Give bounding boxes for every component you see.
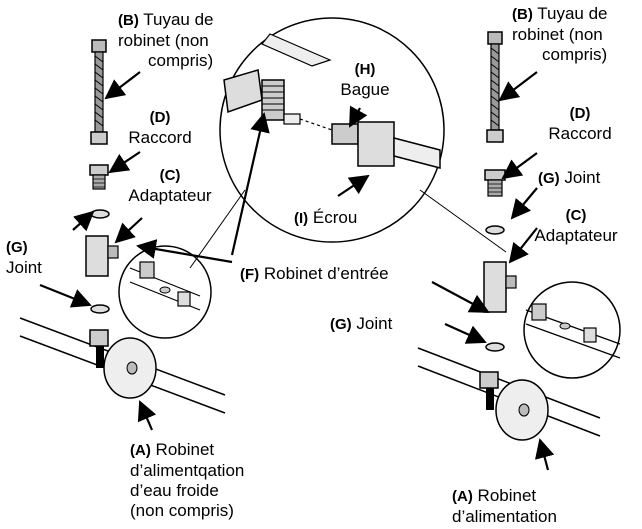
label-a-left-line2: d’alimentqation	[130, 461, 245, 480]
label-c-left-letter: (C)	[159, 167, 181, 184]
label-f: (F) Robinet d’entrée	[240, 264, 389, 285]
label-g-left-line1: Joint	[6, 258, 42, 277]
label-b-left-line1: Tuyau de	[138, 10, 214, 29]
label-c-right: (C) Adaptateur	[520, 206, 632, 246]
label-b-left-line2: robinet (non	[118, 31, 209, 50]
label-b-right-line1: Tuyau de	[532, 4, 608, 23]
label-a-left-line1: Robinet	[150, 440, 215, 459]
label-d-left-letter: (D)	[149, 109, 171, 126]
label-f-line1: Robinet d’entrée	[259, 264, 389, 283]
label-d-right: (D) Raccord	[540, 104, 620, 144]
label-c-left: (C) Adaptateur	[115, 166, 225, 206]
right-washer-top	[485, 225, 505, 235]
label-i: (I) Écrou	[294, 208, 357, 229]
label-b-left: (B) Tuyau de robinet (non compris)	[118, 10, 214, 71]
label-f-letter: (F)	[240, 266, 260, 283]
right-connector	[484, 169, 506, 197]
left-supply-pipe	[19, 317, 226, 414]
left-adapter	[85, 235, 119, 277]
right-washer-bottom	[485, 342, 505, 352]
left-detail-circle	[118, 245, 212, 339]
label-b-right: (B) Tuyau de robinet (non compris)	[512, 4, 608, 65]
label-g-right-mid-line1: Joint	[351, 314, 393, 333]
label-c-right-line1: Adaptateur	[534, 226, 618, 245]
right-connector-line	[419, 189, 507, 253]
left-connector	[89, 164, 109, 190]
label-b-right-line2: robinet (non	[512, 25, 603, 44]
label-g-right-top: (G) Joint	[538, 168, 600, 189]
left-supply-hose	[90, 39, 108, 145]
right-supply-pipe	[417, 347, 601, 441]
left-washer-top	[90, 209, 110, 219]
label-a-right-line1: Robinet	[472, 486, 537, 505]
label-g-left-letter: (G)	[6, 239, 28, 256]
label-a-left-letter: (A)	[130, 442, 151, 459]
label-d-left-line1: Raccord	[128, 128, 192, 147]
label-i-letter: (I)	[294, 210, 309, 227]
label-g-right-mid: (G) Joint	[330, 314, 392, 335]
label-c-right-letter: (C)	[565, 207, 587, 224]
label-d-right-letter: (D)	[569, 105, 591, 122]
right-supply-hose	[486, 31, 504, 143]
callout-arrows	[39, 71, 555, 471]
label-h-line1: Bague	[340, 80, 390, 99]
label-g-left: (G) Joint	[6, 238, 42, 278]
label-b-left-line3: compris)	[148, 51, 214, 70]
label-g-right-mid-letter: (G)	[330, 316, 352, 333]
label-a-right-letter: (A)	[452, 488, 473, 505]
label-g-right-top-letter: (G)	[538, 170, 560, 187]
center-detail-circle	[219, 17, 445, 243]
left-washer-bottom	[90, 304, 110, 314]
label-d-left: (D) Raccord	[120, 108, 200, 148]
label-a-left-line3: d’eau froide	[130, 481, 219, 500]
label-b-left-letter: (B)	[118, 12, 139, 29]
label-d-right-line1: Raccord	[548, 124, 612, 143]
label-a-right-line2: d’alimentation	[452, 507, 557, 526]
left-connector-line	[189, 189, 246, 269]
right-adapter	[483, 261, 517, 313]
label-b-right-letter: (B)	[512, 6, 533, 23]
label-b-right-line3: compris)	[542, 45, 608, 64]
label-g-right-top-line1: Joint	[559, 168, 601, 187]
label-a-left-line4: (non compris)	[130, 501, 234, 520]
label-h: (H) Bague	[328, 60, 402, 100]
label-a-right: (A) Robinet d’alimentation	[452, 486, 557, 527]
label-c-left-line1: Adaptateur	[128, 186, 212, 205]
label-i-line1: Écrou	[308, 208, 358, 227]
label-a-left: (A) Robinet d’alimentqation d’eau froide…	[130, 440, 244, 521]
right-detail-circle	[523, 281, 621, 379]
label-h-letter: (H)	[354, 61, 376, 78]
